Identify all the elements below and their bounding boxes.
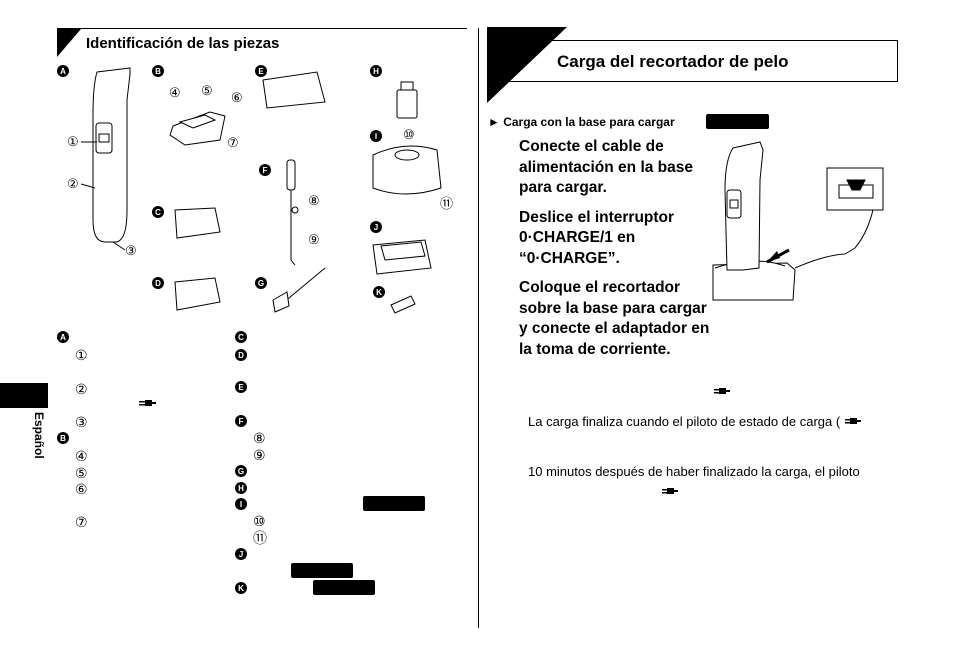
right-section-title: Carga del recortador de pelo: [557, 52, 789, 71]
svg-text:J: J: [374, 223, 378, 232]
svg-text:C: C: [238, 333, 244, 342]
svg-text:C: C: [155, 208, 161, 217]
svg-text:E: E: [258, 67, 264, 76]
step-2: Deslice el interruptor 0·CHARGE/1 en “0·…: [519, 208, 675, 267]
svg-text:K: K: [238, 584, 244, 593]
svg-text:⑤: ⑤: [201, 83, 213, 98]
left-section-title: Identificación de las piezas: [86, 35, 280, 52]
svg-text:I: I: [240, 500, 242, 509]
plug-icon: [139, 400, 156, 406]
svg-text:J: J: [239, 550, 243, 559]
svg-text:⑪: ⑪: [440, 196, 453, 211]
svg-text:B: B: [155, 67, 161, 76]
left-title-bar: [57, 28, 467, 59]
parts-illustration: A B E H C F I J D G K ① ② ③ ④ ⑤ ⑥ ⑦ ⑧ ⑨ ⑩ ⑪: [57, 65, 453, 314]
svg-text:D: D: [238, 351, 244, 360]
right-title-triangle: [487, 27, 567, 103]
svg-text:E: E: [238, 383, 244, 392]
charging-sub-heading: ► Carga con la base para cargar: [488, 115, 675, 129]
plug-icon: [844, 418, 861, 424]
svg-text:⑩: ⑩: [253, 513, 266, 529]
svg-text:②: ②: [75, 381, 88, 397]
page-divider: [478, 28, 479, 628]
svg-text:F: F: [263, 166, 268, 175]
svg-text:⑥: ⑥: [75, 481, 88, 497]
svg-text:⑧: ⑧: [253, 430, 266, 446]
svg-text:①: ①: [67, 134, 79, 149]
label-a: A: [60, 67, 66, 76]
svg-text:K: K: [376, 288, 382, 297]
plug-icon: [661, 483, 679, 501]
note-1-text: La carga finaliza cuando el piloto de es…: [528, 414, 841, 429]
svg-text:⑧: ⑧: [308, 193, 320, 208]
step-1: Conecte el cable de alimentación en la b…: [519, 138, 694, 196]
svg-text:②: ②: [67, 176, 79, 191]
svg-text:⑤: ⑤: [75, 465, 88, 481]
svg-text:H: H: [238, 484, 244, 493]
svg-text:H: H: [373, 67, 379, 76]
svg-text:④: ④: [75, 448, 88, 464]
svg-text:①: ①: [75, 347, 88, 363]
note-2: 10 minutos después de haber finalizado l…: [528, 464, 860, 479]
svg-text:③: ③: [75, 414, 88, 430]
svg-text:F: F: [239, 417, 244, 426]
svg-text:⑨: ⑨: [253, 447, 266, 463]
plug-icon: [714, 383, 730, 401]
svg-text:⑦: ⑦: [75, 514, 88, 530]
svg-text:D: D: [155, 279, 161, 288]
svg-text:⑪: ⑪: [253, 530, 267, 546]
svg-text:G: G: [238, 467, 244, 476]
step-3: Coloque el recortador sobre la base para…: [519, 279, 710, 358]
note-1: La carga finaliza cuando el piloto de es…: [528, 414, 862, 429]
svg-text:③: ③: [125, 243, 137, 258]
svg-text:⑨: ⑨: [308, 232, 320, 247]
svg-text:I: I: [375, 132, 377, 141]
svg-text:④: ④: [169, 85, 181, 100]
svg-text:A: A: [60, 333, 66, 342]
charging-illustration: [712, 141, 884, 301]
svg-text:B: B: [60, 434, 66, 443]
svg-text:G: G: [258, 279, 264, 288]
svg-text:⑩: ⑩: [403, 127, 415, 142]
svg-text:⑦: ⑦: [227, 135, 239, 150]
side-tab-label: Español: [32, 412, 46, 459]
charging-steps: Conecte el cable de alimentación en la b…: [519, 137, 714, 369]
svg-text:⑥: ⑥: [231, 90, 243, 105]
ref-pill: [706, 114, 769, 129]
